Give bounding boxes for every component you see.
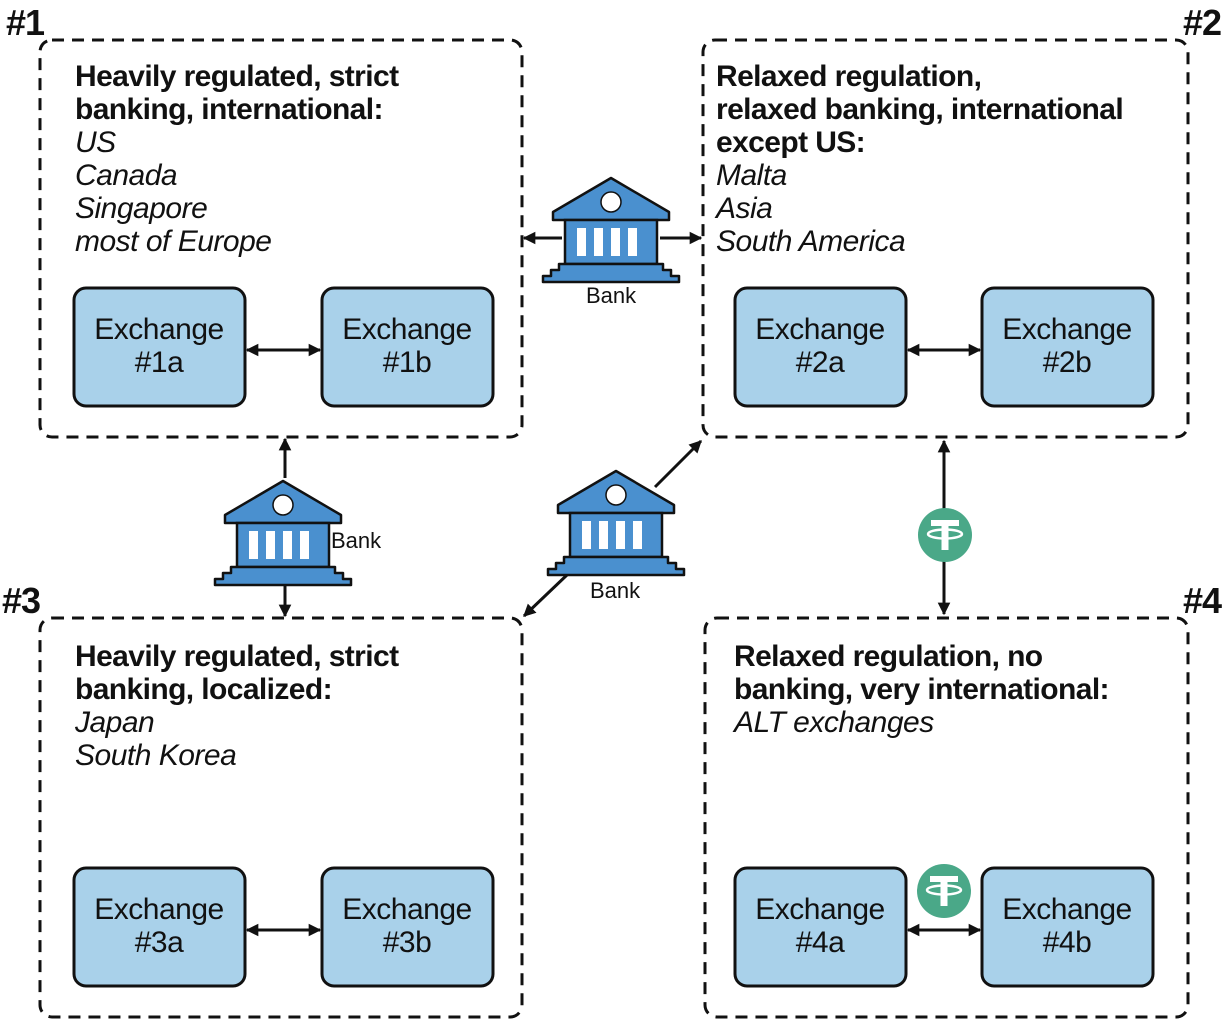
region-3-box [38, 616, 524, 1019]
exchange-4b-box [980, 866, 1155, 988]
exchange-4a-box [733, 866, 908, 988]
region-1-box [38, 38, 524, 439]
exchange-2b-box [980, 286, 1155, 408]
arrow-bank-center-region-3 [522, 572, 570, 618]
bank-building-icon [541, 176, 681, 284]
region-4-box [703, 616, 1190, 1019]
bank-building-icon [546, 469, 686, 577]
exchange-2a-box [733, 286, 908, 408]
region-2-box [701, 38, 1190, 439]
arrow-bank-center-region-2 [653, 439, 703, 489]
tether-coin-icon [916, 506, 974, 564]
tether-coin-icon [915, 862, 973, 920]
exchange-3a-box [72, 866, 247, 988]
bank-building-icon [213, 479, 353, 587]
exchange-3b-box [320, 866, 495, 988]
exchange-1b-box [320, 286, 495, 408]
exchange-1a-box [72, 286, 247, 408]
